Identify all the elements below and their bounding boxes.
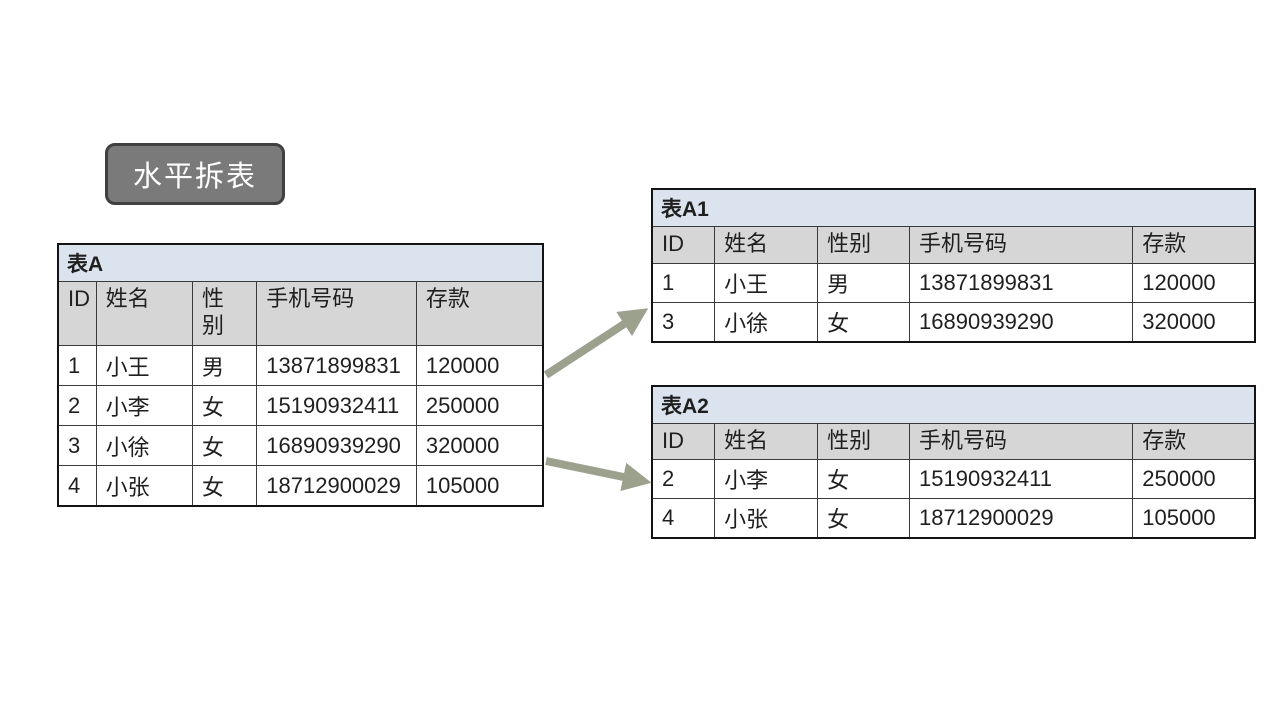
table-row: ID 姓名 性 别 手机号码 存款 xyxy=(57,281,544,346)
column-header-name: 姓名 xyxy=(95,281,194,346)
cell-deposit: 120000 xyxy=(415,345,544,386)
table-row: 表A2 xyxy=(651,385,1256,424)
column-header-name: 姓名 xyxy=(714,226,819,264)
column-header-deposit: 存款 xyxy=(415,281,544,346)
table-a2: 表A2 ID 姓名 性别 手机号码 存款 2 小李 女 15190932411 … xyxy=(651,385,1256,539)
column-header-id: ID xyxy=(57,281,97,346)
cell-phone: 15190932411 xyxy=(256,385,417,426)
title-badge: 水平拆表 xyxy=(105,143,285,205)
cell-phone: 18712900029 xyxy=(256,465,417,507)
column-header-gender: 性别 xyxy=(817,226,911,264)
cell-phone: 16890939290 xyxy=(909,302,1134,343)
cell-name: 小王 xyxy=(95,345,194,386)
table-row: ID 姓名 性别 手机号码 存款 xyxy=(651,226,1256,264)
table-a2-title: 表A2 xyxy=(651,385,1256,424)
cell-name: 小张 xyxy=(714,498,819,539)
cell-name: 小李 xyxy=(95,385,194,426)
table-row: 4 小张 女 18712900029 105000 xyxy=(651,498,1256,539)
cell-gender: 女 xyxy=(817,498,911,539)
table-row: 1 小王 男 13871899831 120000 xyxy=(57,345,544,386)
column-header-deposit: 存款 xyxy=(1132,226,1256,264)
table-row: 表A1 xyxy=(651,188,1256,227)
column-header-phone: 手机号码 xyxy=(909,226,1134,264)
column-header-name: 姓名 xyxy=(714,423,819,460)
title-badge-label: 水平拆表 xyxy=(132,161,257,193)
cell-phone: 13871899831 xyxy=(909,263,1134,303)
cell-phone: 15190932411 xyxy=(909,459,1134,499)
column-header-gender: 性别 xyxy=(817,423,911,460)
cell-name: 小李 xyxy=(714,459,819,499)
cell-id: 4 xyxy=(57,465,97,507)
cell-deposit: 120000 xyxy=(1132,263,1256,303)
cell-phone: 18712900029 xyxy=(909,498,1134,539)
table-row: 表A xyxy=(57,243,544,282)
column-header-phone: 手机号码 xyxy=(256,281,417,346)
column-header-gender: 性 别 xyxy=(192,281,258,346)
cell-gender: 男 xyxy=(817,263,911,303)
cell-deposit: 250000 xyxy=(415,385,544,426)
cell-name: 小王 xyxy=(714,263,819,303)
cell-id: 1 xyxy=(57,345,97,386)
cell-name: 小徐 xyxy=(95,425,194,466)
cell-id: 2 xyxy=(57,385,97,426)
cell-deposit: 320000 xyxy=(415,425,544,466)
table-a1: 表A1 ID 姓名 性别 手机号码 存款 1 小王 男 13871899831 … xyxy=(651,188,1256,343)
cell-gender: 女 xyxy=(817,459,911,499)
cell-gender: 女 xyxy=(192,425,258,466)
cell-id: 3 xyxy=(651,302,716,343)
table-row: ID 姓名 性别 手机号码 存款 xyxy=(651,423,1256,460)
cell-gender: 女 xyxy=(817,302,911,343)
cell-gender: 女 xyxy=(192,385,258,426)
table-row: 4 小张 女 18712900029 105000 xyxy=(57,465,544,507)
table-a: 表A ID 姓名 性 别 手机号码 存款 1 小王 男 13871899831 … xyxy=(57,243,544,507)
table-row: 3 小徐 女 16890939290 320000 xyxy=(57,425,544,466)
cell-phone: 13871899831 xyxy=(256,345,417,386)
column-header-id: ID xyxy=(651,226,716,264)
table-row: 3 小徐 女 16890939290 320000 xyxy=(651,302,1256,343)
column-header-phone: 手机号码 xyxy=(909,423,1134,460)
cell-gender: 男 xyxy=(192,345,258,386)
cell-phone: 16890939290 xyxy=(256,425,417,466)
column-header-id: ID xyxy=(651,423,716,460)
cell-deposit: 320000 xyxy=(1132,302,1256,343)
cell-deposit: 250000 xyxy=(1132,459,1256,499)
arrow-a-to-a1-icon xyxy=(543,308,649,379)
cell-id: 4 xyxy=(651,498,716,539)
cell-id: 3 xyxy=(57,425,97,466)
cell-name: 小徐 xyxy=(714,302,819,343)
table-row: 2 小李 女 15190932411 250000 xyxy=(651,459,1256,499)
column-header-deposit: 存款 xyxy=(1132,423,1256,460)
cell-deposit: 105000 xyxy=(1132,498,1256,539)
table-row: 1 小王 男 13871899831 120000 xyxy=(651,263,1256,303)
table-row: 2 小李 女 15190932411 250000 xyxy=(57,385,544,426)
cell-id: 1 xyxy=(651,263,716,303)
table-a1-title: 表A1 xyxy=(651,188,1256,227)
arrow-a-to-a2-icon xyxy=(545,457,652,492)
cell-gender: 女 xyxy=(192,465,258,507)
table-a-title: 表A xyxy=(57,243,544,282)
cell-id: 2 xyxy=(651,459,716,499)
cell-name: 小张 xyxy=(95,465,194,507)
cell-deposit: 105000 xyxy=(415,465,544,507)
